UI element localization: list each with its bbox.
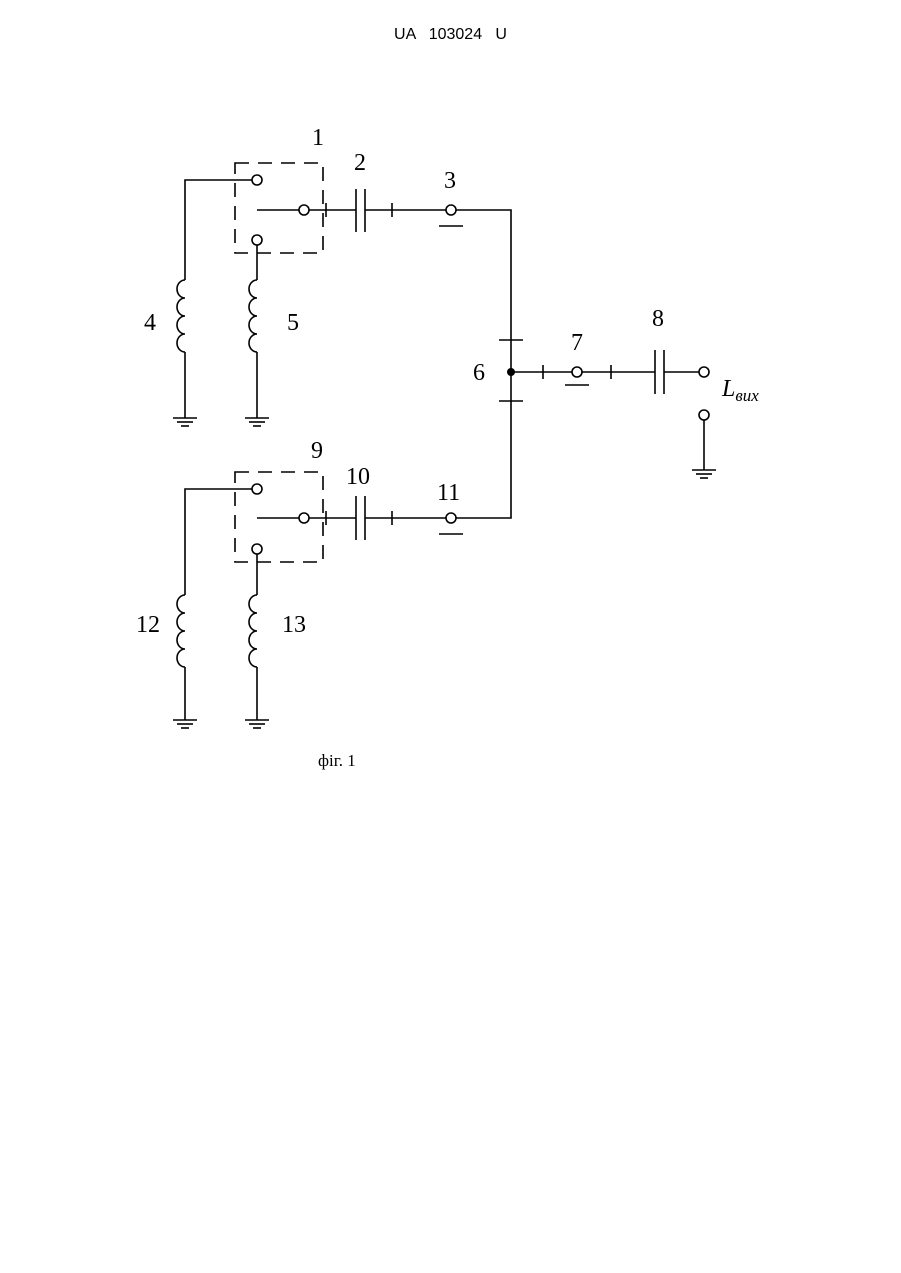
inductor-13: [249, 595, 257, 667]
switch-1-contact-upper: [252, 175, 262, 185]
inductor-12: [177, 595, 185, 667]
label-component-11: 11: [437, 480, 460, 506]
terminal-3: [446, 205, 456, 215]
switch-9-contact-lower: [252, 544, 262, 554]
wire-switch9-ind12: [185, 489, 252, 595]
label-component-6: 6: [473, 360, 485, 386]
output-terminal-upper: [699, 367, 709, 377]
label-output-sub: вих: [735, 386, 759, 405]
label-output: Lвих: [721, 376, 759, 405]
switch-1-contact-common: [299, 205, 309, 215]
label-component-3: 3: [444, 168, 456, 194]
label-component-10: 10: [346, 464, 370, 490]
label-component-8: 8: [652, 306, 664, 332]
inductor-4: [177, 280, 185, 352]
wire-term3-bus: [456, 210, 511, 340]
switch-1-contact-lower: [252, 235, 262, 245]
label-component-12: 12: [136, 612, 160, 638]
junction-dot: [507, 368, 515, 376]
label-output-main: L: [721, 376, 735, 402]
terminal-11: [446, 513, 456, 523]
wire-switch1-ind4: [185, 180, 252, 280]
wire-bus-term11: [456, 401, 511, 518]
figure-caption: фіг. 1: [318, 751, 356, 771]
inductor-5: [249, 280, 257, 352]
label-component-7: 7: [571, 330, 583, 356]
label-component-5: 5: [287, 310, 299, 336]
terminal-7: [572, 367, 582, 377]
label-component-9: 9: [311, 438, 323, 464]
label-component-13: 13: [282, 612, 306, 638]
switch-9-box: [235, 472, 323, 562]
switch-9-contact-common: [299, 513, 309, 523]
label-component-4: 4: [144, 310, 156, 336]
output-terminal-lower: [699, 410, 709, 420]
label-component-2: 2: [354, 150, 366, 176]
label-component-1: 1: [312, 125, 324, 151]
switch-9-contact-upper: [252, 484, 262, 494]
switch-1-box: [235, 163, 323, 253]
